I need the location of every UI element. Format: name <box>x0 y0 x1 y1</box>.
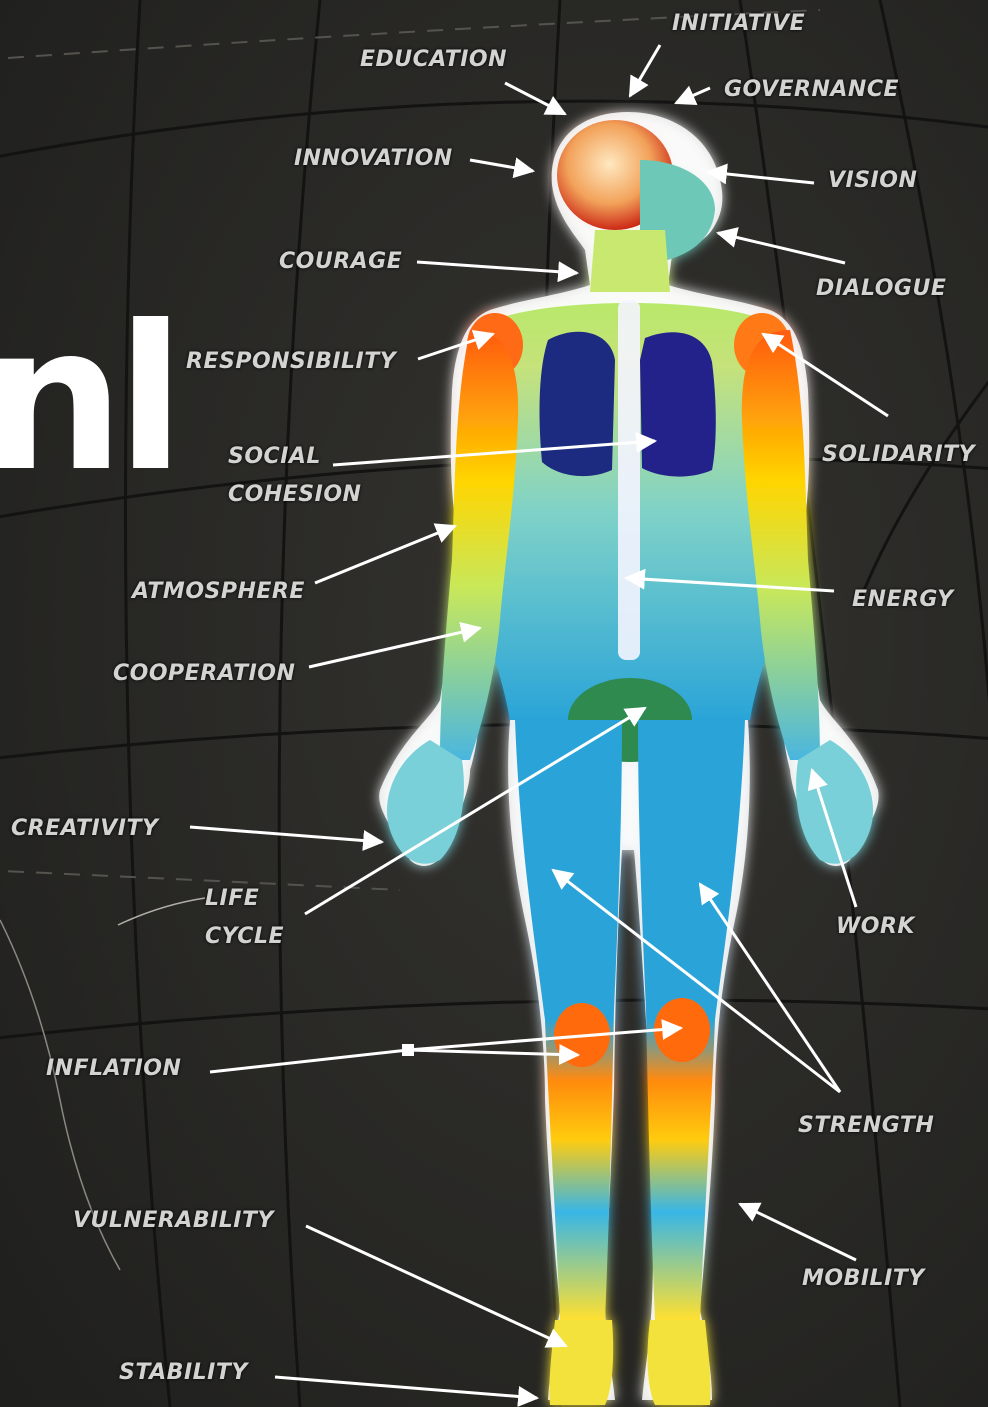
label-courage: COURAGE <box>279 243 402 281</box>
label-stability: STABILITY <box>119 1354 248 1392</box>
label-cohesion: COHESION <box>228 476 361 514</box>
label-work: WORK <box>836 908 915 946</box>
label-initiative: INITIATIVE <box>672 5 805 43</box>
arrow-creativity <box>190 827 382 842</box>
label-solidarity: SOLIDARITY <box>822 436 975 474</box>
label-social-cohesion: SOCIAL COHESION <box>228 438 361 514</box>
arrow-innovation <box>470 160 533 171</box>
label-cooperation: COOPERATION <box>113 655 295 693</box>
label-dialogue: DIALOGUE <box>816 270 946 308</box>
label-innovation: INNOVATION <box>294 140 453 178</box>
right-foot <box>648 1320 711 1405</box>
arrow-mobility <box>740 1204 856 1260</box>
inflation-leader-line <box>210 1050 408 1072</box>
label-mobility: MOBILITY <box>802 1260 925 1298</box>
life-cycle-scribble <box>118 898 205 925</box>
arrow-stability <box>275 1377 537 1398</box>
label-energy: ENERGY <box>852 581 954 619</box>
label-governance: GOVERNANCE <box>724 71 899 109</box>
label-atmosphere: ATMOSPHERE <box>132 573 305 611</box>
label-creativity: CREATIVITY <box>11 810 158 848</box>
label-strength: STRENGTH <box>798 1107 934 1145</box>
spine <box>618 300 640 660</box>
label-education: EDUCATION <box>360 41 507 79</box>
arrow-vulnerability <box>306 1226 566 1346</box>
arrow-vision <box>708 172 814 183</box>
arrow-initiative <box>630 45 660 96</box>
label-inflation: INFLATION <box>46 1050 181 1088</box>
arrow-education <box>505 83 565 114</box>
right-lung <box>640 332 716 476</box>
left-lung <box>540 332 615 476</box>
label-responsibility: RESPONSIBILITY <box>186 343 396 381</box>
arrow-dialogue <box>718 233 845 263</box>
arrow-courage <box>417 262 577 273</box>
neck-region <box>590 230 670 292</box>
label-life: LIFE <box>205 880 284 918</box>
label-social: SOCIAL <box>228 438 361 476</box>
label-vulnerability: VULNERABILITY <box>73 1202 274 1240</box>
human-body-icon <box>379 112 878 1405</box>
inflation-junction-node <box>402 1044 414 1056</box>
label-vision: VISION <box>828 162 917 200</box>
arrow-governance <box>676 88 710 103</box>
label-cycle: CYCLE <box>205 918 284 956</box>
arrow-atmosphere <box>315 526 455 583</box>
label-life-cycle: LIFE CYCLE <box>205 880 284 956</box>
left-foot <box>549 1320 613 1405</box>
